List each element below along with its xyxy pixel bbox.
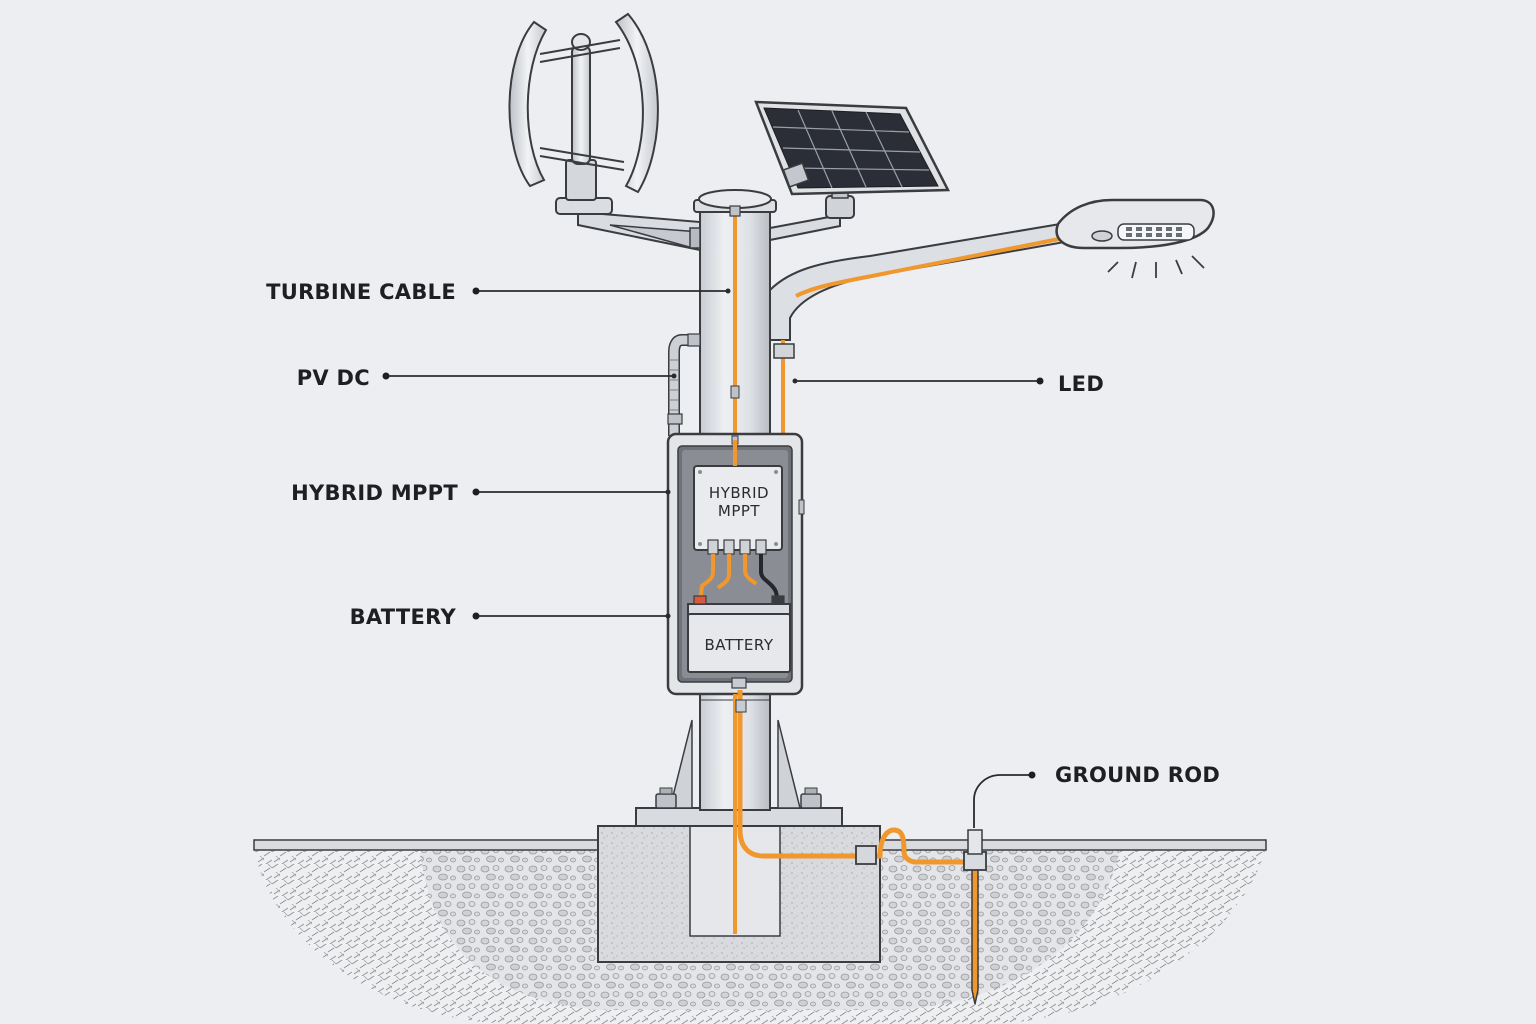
battery-inner-label: BATTERY [704, 636, 773, 654]
hybrid-mppt-controller: HYBRID MPPT [694, 466, 782, 554]
solar-panel [756, 102, 948, 194]
light-rays [1108, 256, 1204, 278]
led-cable-run [774, 340, 794, 436]
luminaire-arm [770, 222, 1076, 340]
label-battery: BATTERY [350, 605, 457, 629]
concrete-foundation [598, 826, 880, 962]
battery: BATTERY [688, 596, 790, 672]
vertical-wind-turbine [509, 14, 657, 200]
pv-dc-conduit [668, 334, 700, 436]
turbine-bracket-arm [556, 198, 700, 250]
label-hybrid-mppt: HYBRID MPPT [291, 481, 458, 505]
led-street-lamp [1057, 200, 1214, 278]
label-ground-rod: GROUND ROD [1055, 763, 1220, 787]
label-led: LED [1058, 372, 1104, 396]
label-pv-dc: PV DC [297, 366, 370, 390]
mppt-inner-label-line2: MPPT [718, 502, 761, 520]
mppt-inner-label-line1: HYBRID [709, 484, 769, 502]
label-turbine-cable: TURBINE CABLE [266, 280, 456, 304]
